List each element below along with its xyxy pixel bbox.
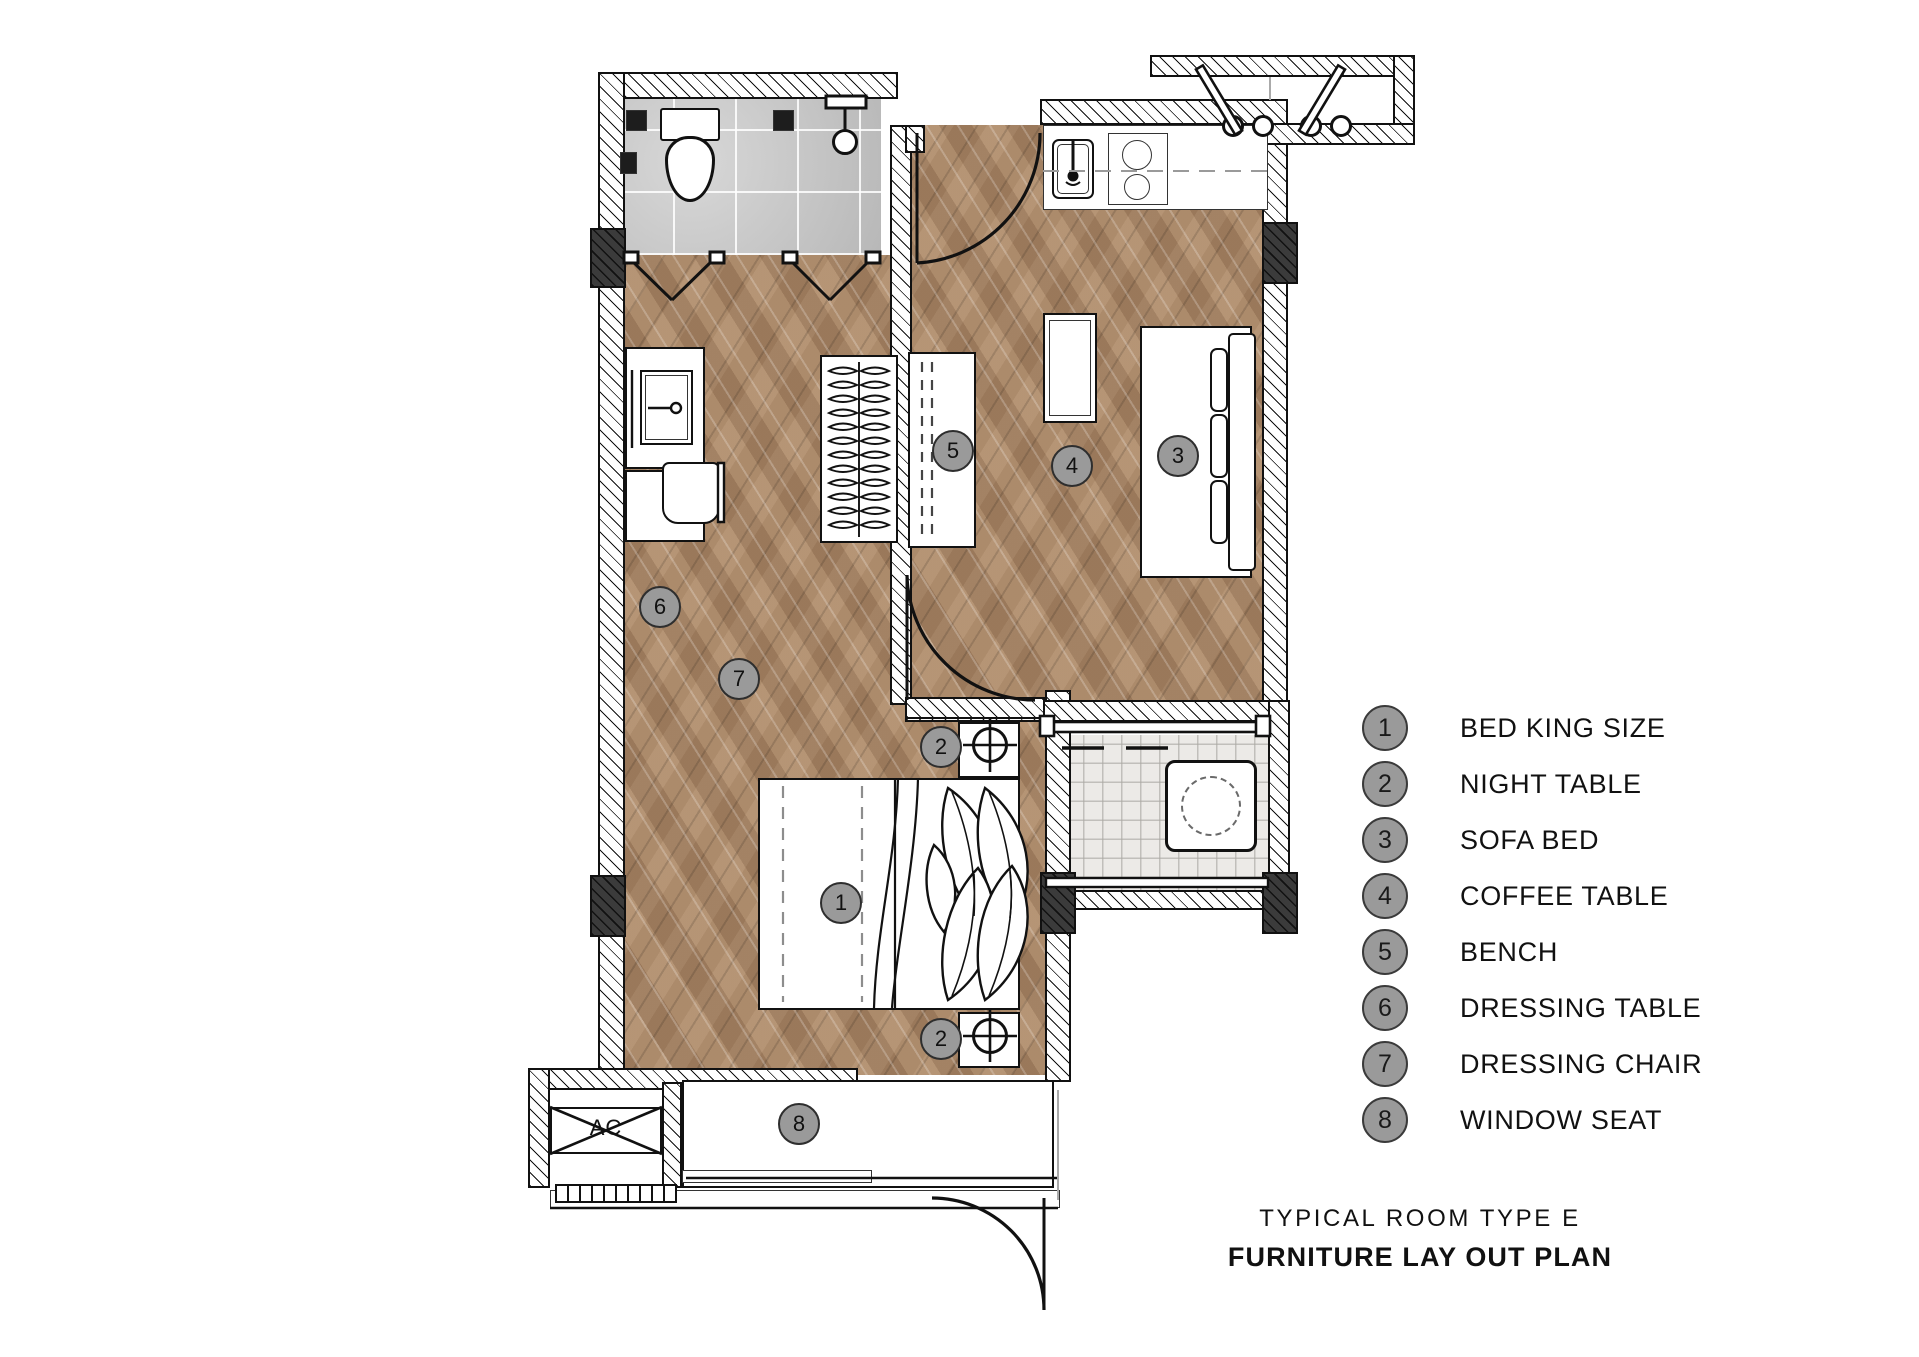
wall-bath2-bottom — [1045, 890, 1290, 910]
legend-item-8[interactable]: 8 WINDOW SEAT — [1362, 1092, 1792, 1148]
balcony-planter-4 — [1330, 115, 1352, 137]
legend-badge-2: 2 — [1362, 761, 1408, 807]
wall-switch-b — [620, 152, 637, 174]
legend-label-1: BED KING SIZE — [1460, 712, 1666, 743]
legend-label-8: WINDOW SEAT — [1460, 1104, 1663, 1135]
lamp-top — [972, 727, 1008, 763]
legend-badge-8: 8 — [1362, 1097, 1408, 1143]
balcony-planter-3 — [1300, 115, 1322, 137]
legend-label-3: SOFA BED — [1460, 824, 1600, 855]
column-left-lower — [590, 875, 626, 937]
wall-entry-jamb — [905, 125, 925, 153]
kitchen-sink-inner — [1057, 144, 1089, 194]
column-right-mid — [1040, 872, 1076, 934]
window-rail — [682, 1170, 872, 1183]
legend-label-7: DRESSING CHAIR — [1460, 1048, 1703, 1079]
legend-badge-5: 5 — [1362, 929, 1408, 975]
sofa-cushion-3 — [1210, 480, 1228, 544]
wardrobe — [820, 355, 898, 543]
legend: 1 BED KING SIZE 2 NIGHT TABLE 3 SOFA BED… — [1362, 700, 1792, 1148]
lamp-bottom — [972, 1018, 1008, 1054]
legend-label-4: COFFEE TABLE — [1460, 880, 1669, 911]
plan-tag-bench: 5 — [932, 430, 974, 472]
sofa-cushion-1 — [1210, 348, 1228, 412]
wall-right-living — [1262, 125, 1288, 735]
legend-item-1[interactable]: 1 BED KING SIZE — [1362, 700, 1792, 756]
window-sill-bottom — [550, 1190, 1060, 1208]
plan-tag-dressing-chair: 7 — [718, 658, 760, 700]
plan-tag-bed: 1 — [820, 882, 862, 924]
plan-tag-dressing-table: 6 — [639, 586, 681, 628]
wall-ac-right — [662, 1082, 682, 1188]
coffee-table-inner — [1049, 320, 1091, 416]
wall-bath2-right — [1268, 700, 1290, 900]
legend-badge-6: 6 — [1362, 985, 1408, 1031]
wall-switch-c — [773, 110, 794, 131]
balcony-planter-2 — [1252, 115, 1274, 137]
legend-badge-7: 7 — [1362, 1041, 1408, 1087]
shower-drain-circle — [1181, 776, 1241, 836]
burner-small — [1124, 174, 1150, 200]
drawing-subtitle: TYPICAL ROOM TYPE E — [1259, 1205, 1581, 1232]
legend-item-4[interactable]: 4 COFFEE TABLE — [1362, 868, 1792, 924]
wall-balcony-top — [1150, 55, 1415, 77]
wall-balcony-right — [1393, 55, 1415, 145]
legend-item-5[interactable]: 5 BENCH — [1362, 924, 1792, 980]
toilet-bowl — [665, 136, 715, 202]
column-right-lower — [1262, 872, 1298, 934]
bed-king — [758, 778, 1020, 1010]
bathroom-floor-tile — [611, 99, 881, 255]
legend-item-2[interactable]: 2 NIGHT TABLE — [1362, 756, 1792, 812]
ac-label: AC — [589, 1115, 623, 1140]
wall-ac-left — [528, 1068, 550, 1188]
legend-item-3[interactable]: 3 SOFA BED — [1362, 812, 1792, 868]
sofa-cushion-2 — [1210, 414, 1228, 478]
legend-label-5: BENCH — [1460, 936, 1559, 967]
column-right-upper — [1262, 222, 1298, 284]
burner-large — [1122, 140, 1152, 170]
legend-label-6: DRESSING TABLE — [1460, 992, 1702, 1023]
wall-corridor-bottom — [905, 697, 1045, 719]
plan-tag-window-seat: 8 — [778, 1103, 820, 1145]
plan-tag-night-table-bottom: 2 — [920, 1018, 962, 1060]
wall-top-living — [1040, 99, 1288, 125]
wall-switch-a — [626, 110, 647, 131]
legend-badge-3: 3 — [1362, 817, 1408, 863]
dressing-mirror-inner — [645, 375, 688, 440]
plan-tag-sofa-bed: 3 — [1157, 435, 1199, 477]
balcony-planter-1 — [1222, 115, 1244, 137]
title-block: TYPICAL ROOM TYPE E FURNITURE LAY OUT PL… — [1205, 1205, 1635, 1273]
wall-top-bath — [598, 72, 898, 99]
column-left-upper — [590, 228, 626, 288]
sofa-bed-backrest — [1228, 333, 1256, 571]
plan-tag-coffee-table: 4 — [1051, 445, 1093, 487]
shower-head — [832, 129, 858, 155]
legend-item-6[interactable]: 6 DRESSING TABLE — [1362, 980, 1792, 1036]
legend-badge-4: 4 — [1362, 873, 1408, 919]
legend-badge-1: 1 — [1362, 705, 1408, 751]
dressing-chair — [662, 462, 720, 524]
legend-label-2: NIGHT TABLE — [1460, 768, 1642, 799]
drawing-title: FURNITURE LAY OUT PLAN — [1227, 1242, 1613, 1272]
legend-item-7[interactable]: 7 DRESSING CHAIR — [1362, 1036, 1792, 1092]
plan-tag-night-table-top: 2 — [920, 726, 962, 768]
